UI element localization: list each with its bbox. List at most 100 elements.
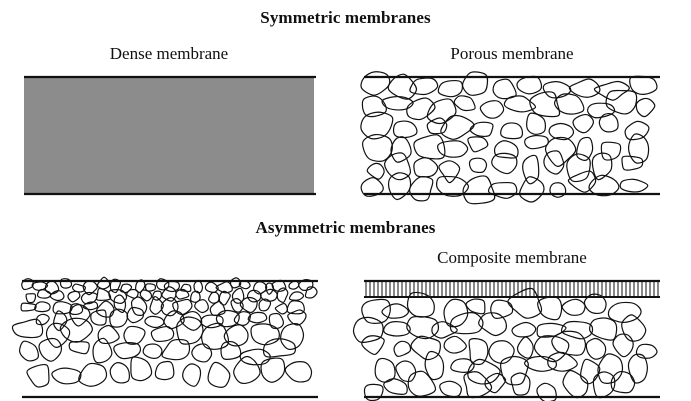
pore (507, 287, 543, 319)
pore (51, 367, 82, 385)
pore (59, 278, 73, 289)
pore (522, 154, 540, 185)
pore (413, 157, 439, 178)
pore (478, 312, 508, 337)
pore (274, 302, 288, 315)
symmetric-heading: Symmetric membranes (260, 8, 431, 27)
pore (82, 280, 98, 296)
pore (130, 296, 148, 316)
pore (627, 353, 649, 384)
pore (233, 355, 261, 385)
pore (408, 176, 434, 202)
pore (543, 150, 565, 175)
pore (108, 288, 128, 304)
pore (593, 80, 630, 101)
pore (583, 293, 607, 315)
pore (374, 357, 396, 383)
pore (90, 309, 107, 326)
pore (579, 358, 601, 385)
pore (562, 369, 589, 399)
pore (390, 136, 412, 163)
pore (560, 320, 594, 340)
pore (510, 372, 531, 396)
pore (258, 298, 272, 312)
pore (52, 310, 68, 332)
pore (130, 356, 153, 382)
pore (576, 136, 594, 161)
pore (21, 278, 34, 291)
pore (68, 340, 90, 355)
pore (384, 152, 412, 181)
pore (605, 89, 638, 115)
pore (126, 306, 145, 324)
pore (395, 360, 417, 383)
pore (268, 312, 284, 330)
pore (467, 358, 501, 385)
pore (491, 152, 518, 175)
pore (37, 288, 52, 299)
pore (492, 78, 517, 100)
pore (589, 317, 618, 341)
pore (488, 340, 515, 364)
pore (92, 337, 113, 364)
pore (204, 281, 219, 294)
pore (547, 351, 578, 372)
pore (568, 78, 601, 98)
pore (200, 314, 224, 329)
pore (239, 348, 271, 366)
pore (190, 290, 201, 303)
pore (438, 160, 461, 184)
pore (621, 314, 647, 342)
pore (259, 288, 278, 302)
pore (537, 296, 563, 321)
pore (191, 343, 213, 363)
pore (287, 309, 307, 326)
asymmetric-heading: Asymmetric membranes (255, 218, 436, 237)
dense-membrane-label: Dense membrane (109, 44, 229, 63)
pore (193, 279, 204, 294)
pore (361, 95, 387, 118)
pore (161, 286, 177, 302)
pore (25, 293, 37, 304)
pore (78, 362, 108, 387)
pore (553, 93, 585, 115)
pore (109, 308, 129, 328)
pore (413, 134, 446, 160)
pore (238, 280, 251, 290)
pore (352, 316, 384, 344)
dense-membrane-fill (24, 77, 314, 194)
pore (366, 162, 385, 180)
pore (439, 380, 462, 398)
pore (233, 311, 251, 326)
pore (142, 343, 163, 359)
pore (572, 113, 594, 134)
pore (440, 115, 475, 140)
pore (453, 95, 476, 112)
pore (436, 175, 469, 197)
pore (194, 299, 209, 314)
pore (383, 321, 411, 337)
pore (182, 363, 202, 387)
pore (95, 300, 115, 318)
pore (109, 362, 130, 384)
pore (59, 317, 93, 343)
pore (163, 280, 180, 293)
pore (511, 321, 537, 338)
pore (383, 378, 408, 395)
pore (284, 361, 313, 383)
pore (406, 97, 436, 121)
pore (426, 98, 457, 125)
pore (503, 95, 537, 113)
asymmetric-membrane-pores (11, 276, 318, 388)
pore (598, 112, 619, 133)
pore (152, 290, 163, 301)
pore (246, 289, 262, 303)
pore (469, 121, 494, 138)
pore (363, 383, 384, 401)
pore (567, 170, 597, 193)
pore (409, 77, 439, 96)
pore (262, 338, 297, 358)
pore (97, 324, 120, 345)
pore (176, 316, 204, 345)
pore (479, 100, 505, 119)
